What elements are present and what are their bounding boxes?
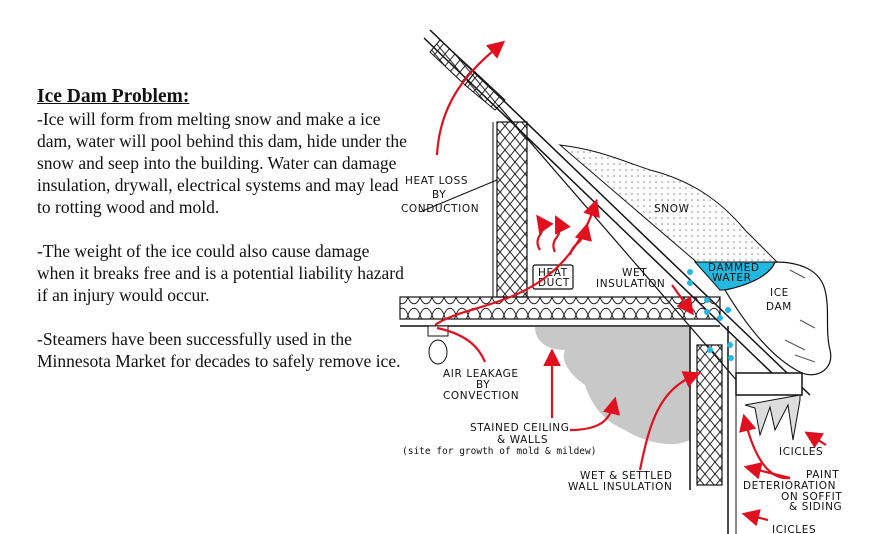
svg-text:STAINED CEILING: STAINED CEILING bbox=[470, 422, 569, 434]
svg-text:INSULATION: INSULATION bbox=[596, 278, 665, 290]
svg-text:PAINT: PAINT bbox=[806, 469, 839, 481]
label-paint: PAINT DETERIORATION ON SOFFIT & SIDING bbox=[743, 469, 842, 513]
arrow-wet-insulation bbox=[671, 284, 694, 316]
label-wet-settled: WET & SETTLED WALL INSULATION bbox=[568, 470, 673, 493]
ceiling-insulation bbox=[399, 296, 721, 320]
svg-text:HEAT LOSS: HEAT LOSS bbox=[405, 175, 468, 187]
svg-text:& WALLS: & WALLS bbox=[497, 434, 548, 446]
svg-text:DAMMED: DAMMED bbox=[708, 262, 760, 274]
water-drops bbox=[687, 269, 734, 361]
light-fixture-icon bbox=[427, 325, 449, 365]
svg-text:BY: BY bbox=[432, 189, 446, 201]
ice-dam-shape bbox=[724, 261, 832, 376]
label-heat-loss: HEAT LOSS BY CONDUCTION bbox=[401, 175, 479, 215]
label-icicles-top: ICICLES bbox=[779, 446, 823, 458]
svg-text:BY: BY bbox=[476, 379, 490, 391]
text-panel: Ice Dam Problem: -Ice will form from mel… bbox=[37, 86, 407, 394]
label-wet-insulation: WET INSULATION bbox=[596, 267, 665, 290]
svg-text:WATER: WATER bbox=[712, 272, 752, 284]
stain-area bbox=[535, 327, 690, 445]
arrows bbox=[434, 40, 827, 527]
svg-text:ICE: ICE bbox=[770, 287, 789, 299]
svg-text:WET & SETTLED: WET & SETTLED bbox=[580, 470, 673, 482]
paragraph-weight-hazard: -The weight of the ice could also cause … bbox=[37, 241, 404, 305]
svg-text:CONDUCTION: CONDUCTION bbox=[401, 203, 479, 215]
label-snow: SNOW bbox=[654, 203, 690, 215]
arrow-paint bbox=[739, 413, 791, 480]
arrow-icicles-top bbox=[804, 431, 827, 449]
svg-text:CONVECTION: CONVECTION bbox=[443, 390, 519, 402]
arrow-wet-wall bbox=[638, 371, 702, 471]
svg-text:ON SOFFIT: ON SOFFIT bbox=[781, 491, 842, 503]
label-air-leakage: AIR LEAKAGE BY CONVECTION bbox=[443, 368, 519, 402]
icicles-soffit bbox=[744, 394, 801, 441]
label-ice-dam: ICE DAM bbox=[766, 287, 792, 313]
heat-duct bbox=[532, 264, 574, 290]
paragraph-steamers: -Steamers have been successfully used in… bbox=[37, 329, 401, 371]
heading: Ice Dam Problem: bbox=[37, 86, 190, 107]
roof-slab bbox=[423, 29, 811, 401]
exterior-wall bbox=[696, 344, 723, 486]
label-icicles-bottom: ICICLES bbox=[772, 524, 816, 534]
arrow-stain bbox=[569, 396, 621, 432]
paragraph-ice-formation: -Ice will form from melting snow and mak… bbox=[37, 109, 407, 217]
svg-text:WALL INSULATION: WALL INSULATION bbox=[568, 481, 672, 493]
arrow-heat-loss bbox=[435, 40, 506, 156]
snow-layer bbox=[558, 144, 782, 266]
svg-text:& SIDING: & SIDING bbox=[789, 501, 842, 513]
soffit bbox=[735, 372, 803, 396]
label-dammed-water: DAMMED WATER bbox=[708, 262, 760, 284]
svg-text:AIR LEAKAGE: AIR LEAKAGE bbox=[443, 368, 519, 380]
svg-text:WET: WET bbox=[622, 267, 647, 279]
arrow-icicles-bottom bbox=[741, 509, 769, 527]
svg-text:(site for growth of mold & mil: (site for growth of mold & mildew) bbox=[402, 446, 596, 457]
svg-text:DAM: DAM bbox=[766, 301, 792, 313]
attic-wall bbox=[496, 121, 528, 298]
label-stained-ceiling: STAINED CEILING & WALLS (site for growth… bbox=[402, 422, 596, 457]
heat-duct-label-2: DUCT bbox=[538, 277, 570, 289]
svg-text:DETERIORATION: DETERIORATION bbox=[743, 480, 836, 492]
